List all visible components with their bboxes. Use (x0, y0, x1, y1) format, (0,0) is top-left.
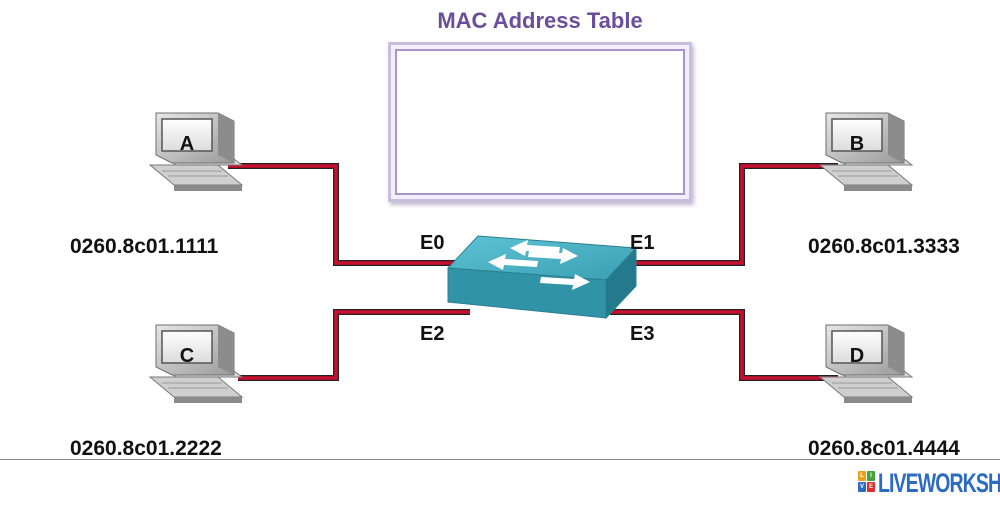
port-e3-label: E3 (630, 323, 654, 346)
host-d-label: D (832, 345, 882, 368)
host-a-label: A (162, 133, 212, 156)
liveworksheets-logo-icon: L I V E (858, 471, 876, 493)
footer-divider (0, 459, 1000, 460)
host-c-mac: 0260.8c01.2222 (70, 437, 222, 461)
switch-icon (448, 236, 636, 318)
host-c-label: C (162, 345, 212, 368)
host-b-mac: 0260.8c01.3333 (808, 235, 960, 259)
mac-table-title: MAC Address Table (390, 8, 690, 34)
liveworksheets-wordmark: LIVEWORKSHEETS (878, 468, 1000, 499)
host-b-label: B (832, 133, 882, 156)
host-a-mac: 0260.8c01.1111 (70, 235, 218, 259)
port-e1-label: E1 (630, 232, 654, 255)
liveworksheets-logo: L I V E LIVEWORKSHEETS (858, 466, 998, 502)
port-e0-label: E0 (420, 232, 444, 255)
mac-address-table-box[interactable] (388, 42, 692, 202)
host-d-mac: 0260.8c01.4444 (808, 437, 960, 461)
port-e2-label: E2 (420, 323, 444, 346)
